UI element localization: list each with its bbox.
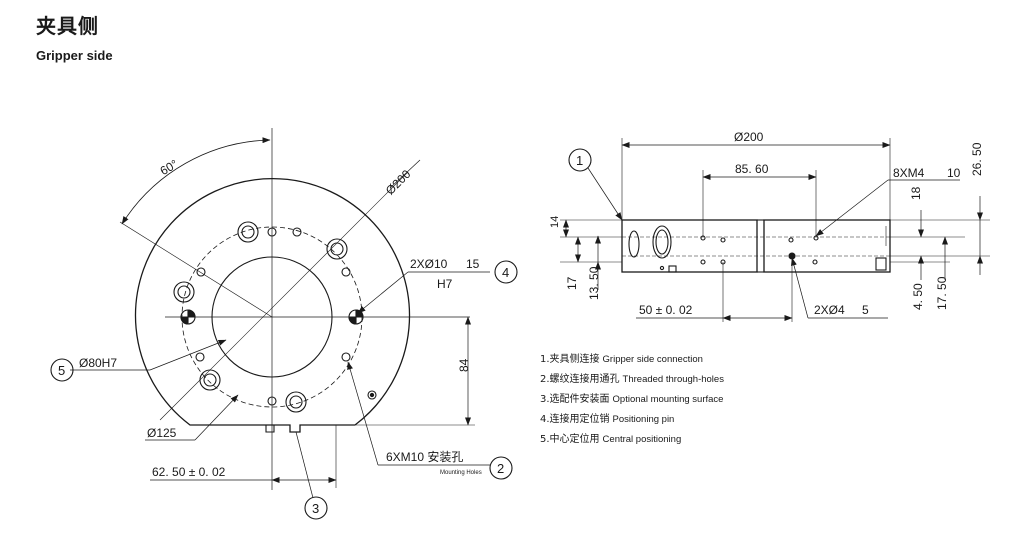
title-en: Gripper side [36, 48, 113, 63]
side-body-right [763, 219, 891, 273]
positioning-pin [348, 309, 364, 325]
dim-14-label: 14 [549, 216, 561, 228]
mount-hole [173, 281, 195, 303]
dim-50-label: 50 ± 0. 02 [639, 303, 693, 317]
side-body-left [621, 219, 758, 273]
side-dot [788, 237, 794, 243]
angle-label: 60° [158, 157, 181, 178]
thread-leader [815, 179, 889, 237]
dim-18-label: 18 [909, 186, 923, 200]
legend-cn: 4.连接用定位销 [540, 414, 610, 425]
mount-hole [237, 221, 259, 243]
dim-1750-label: 17. 50 [935, 276, 949, 310]
bottom-notch [265, 425, 275, 433]
legend-en: Gripper side connection [602, 354, 703, 365]
balloon-2 [489, 456, 513, 480]
center-dia-label: Ø80H7 [79, 356, 117, 370]
thread-depth-label: 10 [947, 166, 961, 180]
legend-cn: 2.螺纹连接用通孔 [540, 374, 620, 385]
outer-body [134, 178, 411, 433]
dim-6250-label: 62. 50 ± 0. 02 [152, 465, 226, 479]
mount-holes-label: 6XM10 安装孔 [386, 449, 463, 464]
pin-leader [357, 271, 409, 314]
side-view [560, 138, 990, 322]
diameter-line [159, 171, 409, 421]
positioning-pin [180, 309, 196, 325]
side-dot [700, 259, 706, 265]
title-cn: 夹具侧 [36, 14, 99, 38]
center-leader [149, 339, 227, 371]
balloon-2-label: 2 [497, 461, 504, 476]
mount-hole [326, 238, 348, 260]
small-hole [267, 227, 277, 237]
pin-callout-label: 2XØ10 [410, 257, 448, 271]
side-width-label: Ø200 [734, 130, 764, 144]
marker-dot [367, 390, 377, 400]
thread-label: 8XM4 [893, 166, 925, 180]
mount-leader [347, 361, 379, 466]
side-dot [700, 235, 706, 241]
mount-holes-en-label: Mounting Holes [440, 470, 482, 476]
dim-85-label: 85. 60 [735, 162, 769, 176]
balloon-1 [568, 148, 592, 172]
dim-84-label: 84 [457, 358, 471, 372]
side-slot [668, 265, 677, 273]
outer-dia-label: Ø200 [383, 167, 414, 198]
small-hole [292, 227, 302, 237]
balloon-3 [304, 496, 328, 520]
side-bore [652, 225, 672, 259]
legend-en: Central positioning [602, 434, 682, 445]
pin-depth-label: 15 [466, 257, 480, 271]
front-view [50, 128, 518, 520]
balloon-5-label: 5 [58, 363, 65, 378]
small-hole [341, 267, 351, 277]
pin-fit-label: H7 [437, 277, 453, 291]
balloon-5 [50, 358, 74, 382]
small-hole [341, 352, 351, 362]
side-dot [813, 235, 819, 241]
side-pin-depth-label: 5 [862, 303, 869, 317]
small-hole [196, 267, 206, 277]
mount-hole [285, 391, 307, 413]
small-hole [195, 352, 205, 362]
legend-en: Positioning pin [612, 414, 675, 425]
side-hole [628, 230, 640, 258]
small-hole [267, 396, 277, 406]
balloon-4-label: 4 [502, 265, 509, 280]
balloon-3-label: 3 [312, 501, 319, 516]
bolt-circle-label: Ø125 [147, 426, 177, 440]
side-slot [875, 257, 887, 271]
angle-line-1 [119, 221, 273, 318]
legend-en: Threaded through-holes [622, 374, 724, 385]
side-dot [659, 265, 665, 271]
legend-en: Optional mounting surface [612, 394, 724, 405]
legend-cn: 5.中心定位用 [540, 434, 600, 445]
balloon-4 [494, 260, 518, 284]
side-pin-leader [791, 257, 809, 319]
dim-450-label: 4. 50 [911, 283, 925, 310]
side-dot [720, 237, 726, 243]
side-pin-label: 2XØ4 [814, 303, 845, 317]
legend-cn: 1.夹具侧连接 [540, 354, 600, 365]
dim-17-label: 17 [565, 276, 579, 290]
dim-1350-label: 13. 50 [587, 266, 601, 300]
dim-2650-label: 26. 50 [970, 142, 984, 176]
legend-cn: 3.选配件安装面 [540, 394, 610, 405]
side-dot [812, 259, 818, 265]
mount-hole [199, 369, 221, 391]
balloon-1-label: 1 [576, 153, 583, 168]
angle-arc [121, 137, 271, 225]
